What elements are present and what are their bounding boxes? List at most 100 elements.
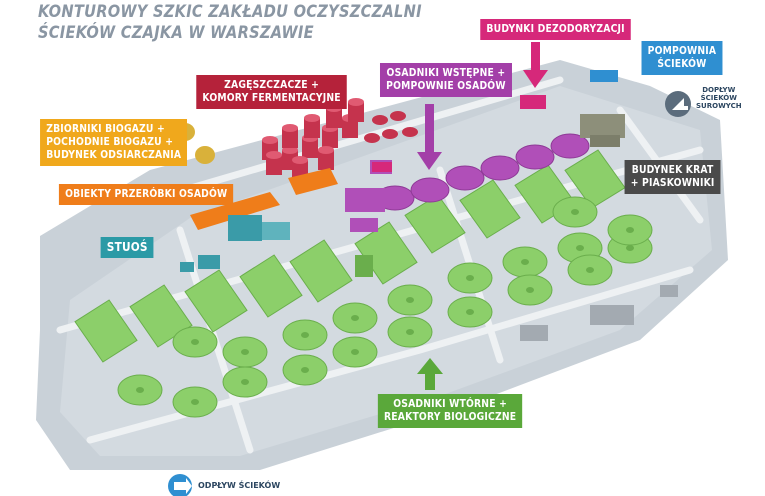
digester-top [348,98,364,106]
thickener [364,133,380,143]
clarifier-center [586,267,594,273]
label-line: ZBIORNIKI BIOGAZU + [46,123,165,135]
screen-building [580,114,625,138]
arrow-up-icon [417,358,443,390]
thickener [382,129,398,139]
primary-settler-group [345,133,590,232]
arrow-down-icon [523,42,548,88]
bioreactor-tile [289,239,353,303]
clarifier-center [466,275,474,281]
digester-top [292,156,308,164]
stuos-small [180,262,194,272]
page-title: KONTUROWY SZKIC ZAKŁADU OCZYSZCZALNI ŚCI… [38,2,422,44]
label-line: ZAGĘSZCZACZE + [224,79,320,91]
label-line: OSADNIKI WSTĘPNE + [386,67,506,79]
digester-top [266,151,282,159]
label-zageszczacze: ZAGĘSZCZACZE + KOMORY FERMENTACYJNE [196,75,347,109]
label-line: BUDYNKI DEZODORYZACJI [486,23,625,35]
deodor-small [372,162,392,172]
thickener [390,111,406,121]
stuos-building [228,215,262,241]
primary-settler [410,177,450,203]
label-line: SUROWYCH [696,102,742,110]
grey-building [520,325,548,341]
settler-building [345,188,385,212]
label-line: BUDYNEK KRAT [631,164,714,176]
screen-annex [590,135,620,147]
bioreactor-group [74,149,653,418]
clarifier-center [406,329,414,335]
clarifier-center [526,287,534,293]
label-line: POCHODNIE BIOGAZU + [46,136,174,148]
primary-settler [445,165,485,191]
label-line: KOMORY FERMENTACYJNE [202,92,341,104]
label-doplyw-surowych: DOPŁYW ŚCIEKÓW SUROWYCH [696,86,742,110]
label-line: DOPŁYW [702,86,736,94]
digester-body [266,155,282,175]
label-line: STUOŚ [106,240,148,254]
digester-body [302,138,318,158]
deodor-building [520,95,546,109]
clarifier-center [626,227,634,233]
label-line: REAKTORY BIOLOGICZNE [384,411,517,423]
label-dezodoryzacja: BUDYNKI DEZODORYZACJI [480,19,631,40]
digester-body [326,108,342,128]
label-line: BUDYNEK ODSIARCZANIA [46,149,182,161]
thickener [402,127,418,137]
primary-settler [515,144,555,170]
label-obiekty-przerobki: OBIEKTY PRZERÓBKI OSADÓW [58,184,234,205]
label-stuos: STUOŚ [100,237,154,258]
label-line: POMPOWNIE OSADÓW [386,80,506,92]
bioreactor-tile [239,254,303,318]
settler-building [350,218,378,232]
label-odplyw: ODPŁYW ŚCIEKÓW [198,482,280,490]
clarifier-center [191,399,199,405]
digester-body [318,150,334,170]
clarifier-center [241,379,249,385]
title-line-1: KONTUROWY SZKIC ZAKŁADU OCZYSZCZALNI [38,2,422,22]
primary-settler [550,133,590,159]
digester-top [318,146,334,154]
clarifier-center [351,315,359,321]
clarifier-center [301,367,309,373]
clarifier-center [466,309,474,315]
clarifier-center [521,259,529,265]
flow-in-icon [665,91,691,117]
digester-group [262,98,418,180]
bioreactor-tile [184,269,248,333]
sludge-building-2 [288,168,338,195]
clarifier-center [626,245,634,251]
bioreactor-tile [129,284,193,348]
clarifier-center [136,387,144,393]
label-budynek-krat: BUDYNEK KRAT + PIASKOWNIKI [624,160,721,194]
digester-body [282,128,298,148]
label-pompownia: POMPOWNIA ŚCIEKÓW [641,41,723,75]
primary-settler [480,155,520,181]
title-line-2: ŚCIEKÓW CZAJKA W WARSZAWIE [38,23,314,43]
pump-station [590,70,618,82]
thickener [372,115,388,125]
digester-body [342,118,358,138]
label-line: ODPŁYW ŚCIEKÓW [198,481,281,490]
label-line: OSADNIKI WTÓRNE + [393,398,508,410]
clarifier-center [301,332,309,338]
clarifier-center [241,349,249,355]
digester-top [262,136,278,144]
clarifier-center [191,339,199,345]
buildings-group [175,70,678,341]
label-line: ŚCIEKÓW [657,58,707,70]
digester-top [304,114,320,122]
label-line: POMPOWNIA [647,45,717,57]
gas-tank [195,146,215,164]
digester-body [348,102,364,122]
green-building [355,255,373,277]
label-osadniki-wtorne: OSADNIKI WTÓRNE + REAKTORY BIOLOGICZNE [377,394,523,428]
bioreactor-tile [74,299,138,363]
label-osadniki-wstepne: OSADNIKI WSTĘPNE + POMPOWNIE OSADÓW [379,63,512,97]
digester-body [304,118,320,138]
arrow-down-icon [417,104,442,170]
grey-building [590,305,634,325]
clarifier-center [351,349,359,355]
label-line: + PIASKOWNIKI [630,177,715,189]
